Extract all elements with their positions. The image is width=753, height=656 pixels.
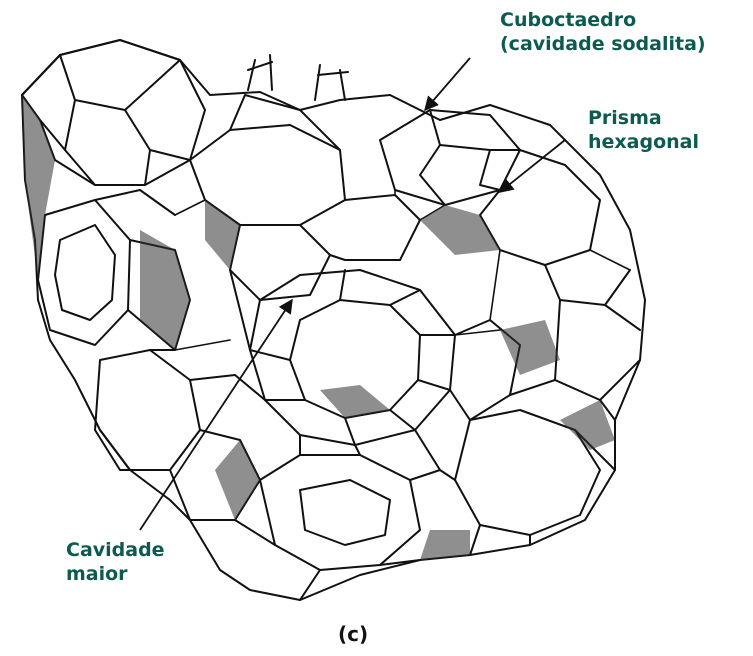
label-sodalite-line1: Cuboctaedro [500,8,706,32]
label-cavity-line1: Cavidade [66,538,165,562]
figure-caption: (c) [338,622,368,646]
label-cavity: Cavidade maior [66,538,165,586]
label-prism: Prisma hexagonal [588,106,699,154]
label-sodalite: Cuboctaedro (cavidade sodalita) [500,8,706,56]
label-prism-line1: Prisma [588,106,699,130]
label-sodalite-line2: (cavidade sodalita) [500,32,706,56]
label-prism-line2: hexagonal [588,130,699,154]
label-cavity-line2: maior [66,562,165,586]
